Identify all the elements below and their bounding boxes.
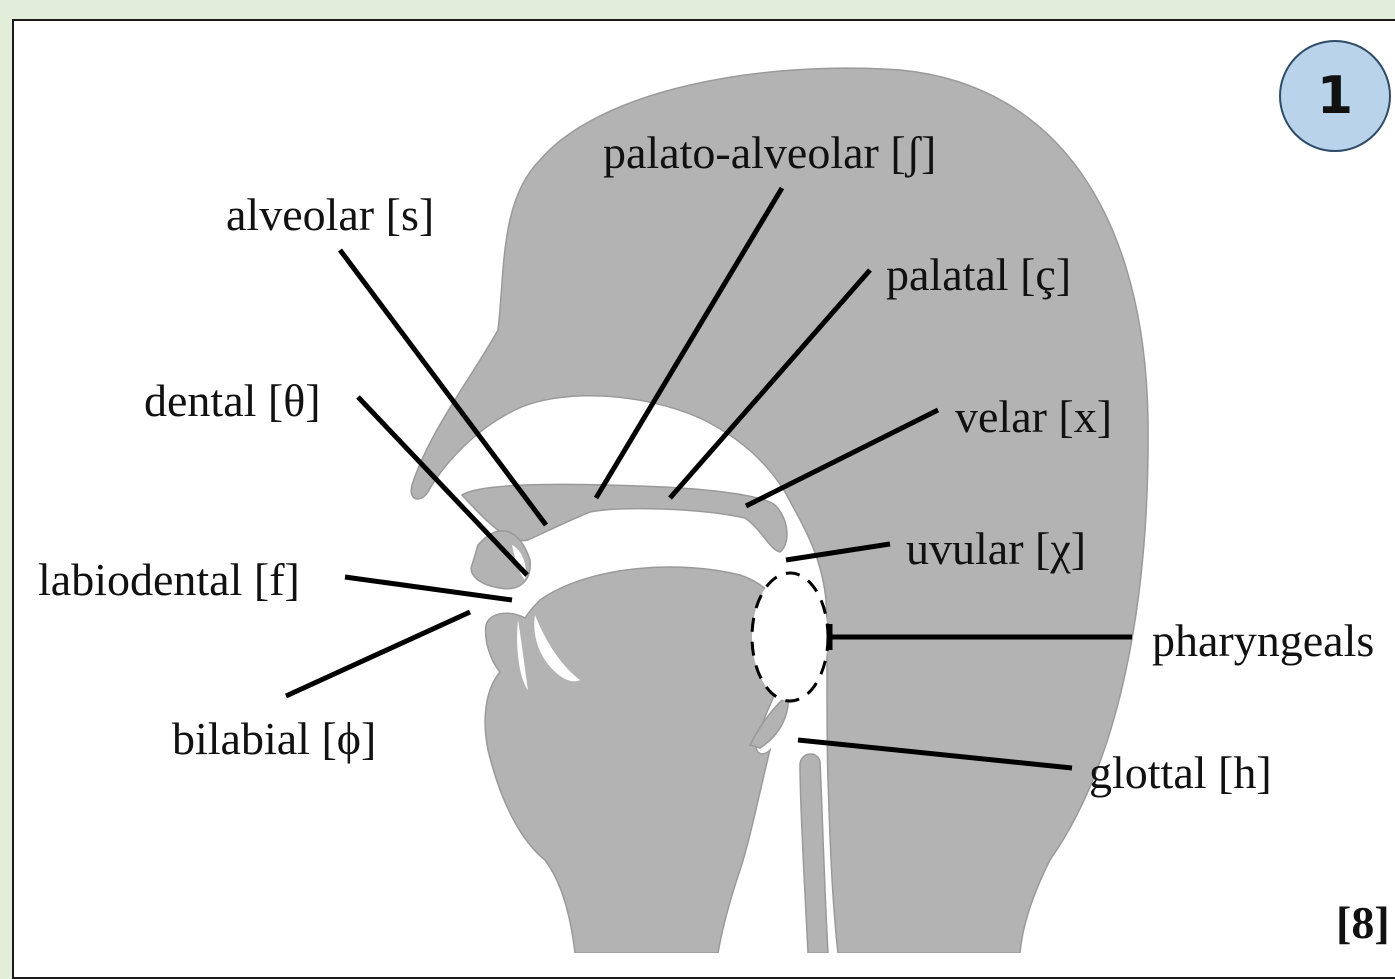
label-velar: velar [x] xyxy=(955,394,1112,440)
label-palato-alveolar: palato-alveolar [ʃ] xyxy=(603,130,936,176)
label-glottal: glottal [h] xyxy=(1089,750,1272,796)
label-uvular: uvular [χ] xyxy=(906,526,1086,572)
citation-reference: [8] xyxy=(1336,900,1390,946)
label-palatal: palatal [ç] xyxy=(886,252,1071,298)
pharyngeal-region xyxy=(752,573,828,701)
larynx-column xyxy=(800,754,828,953)
label-alveolar: alveolar [s] xyxy=(226,192,434,238)
label-bilabial: bilabial [ϕ] xyxy=(172,716,376,762)
label-dental: dental [θ] xyxy=(144,378,321,424)
tongue-jaw xyxy=(485,567,788,953)
label-pharyngeals: pharyngeals xyxy=(1152,618,1374,664)
leader-bilabial xyxy=(286,612,470,696)
label-labiodental: labiodental [f] xyxy=(38,557,300,603)
slide-number-badge: 1 xyxy=(1279,40,1391,152)
